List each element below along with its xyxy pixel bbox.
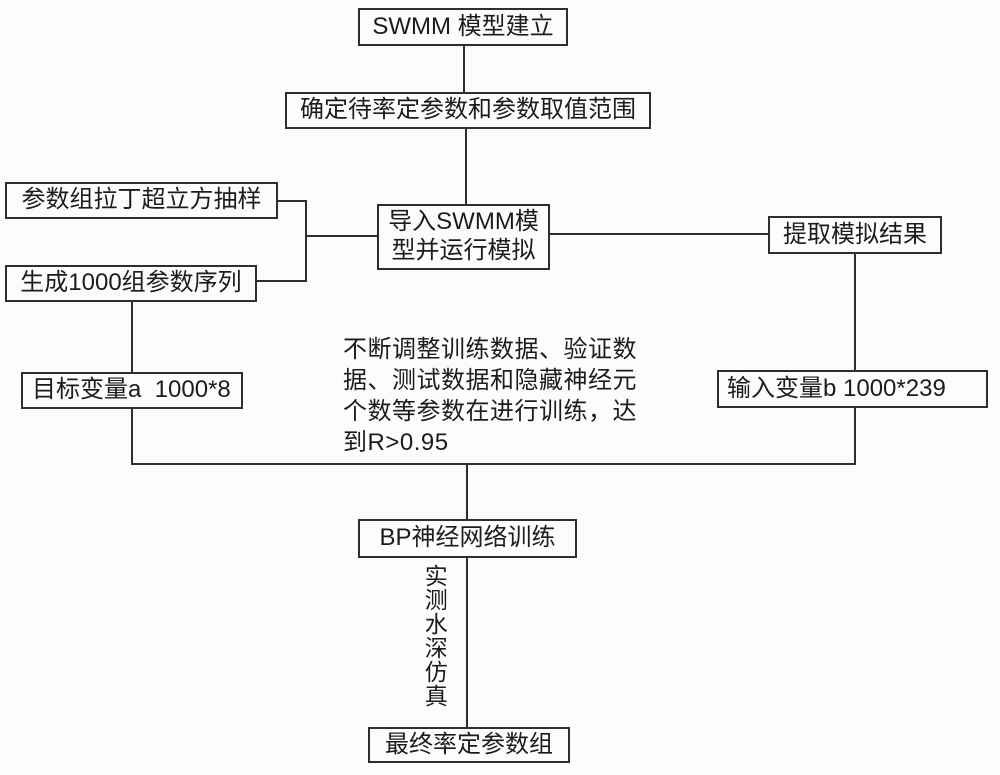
edge-junction-to-import: [305, 235, 377, 237]
training-note-line: 到R>0.95: [343, 429, 449, 456]
edge-horizontal-bus: [131, 463, 856, 465]
node-input-variable: 输入变量b 1000*239: [717, 370, 988, 408]
edge-bus-to-bp: [466, 463, 468, 519]
node-param-range: 确定待率定参数和参数取值范围: [285, 92, 651, 129]
node-import-run-line1: 导入SWMM模: [388, 208, 539, 236]
edge-swmm-to-paramrange: [463, 46, 465, 92]
edge-gen-stub: [257, 280, 307, 282]
node-bp-training: BP神经网络训练: [358, 519, 577, 558]
edge-bp-to-final: [466, 558, 468, 727]
edge-input-to-bus: [854, 408, 856, 465]
training-note-line: 据、测试数据和隐藏神经元: [343, 367, 637, 394]
node-import-run: 导入SWMM模 型并运行模拟: [377, 204, 550, 270]
training-note-line: 不断调整训练数据、验证数: [343, 336, 637, 363]
vertical-label-measured-depth: 实测水深仿真: [421, 564, 448, 708]
node-import-run-line2: 型并运行模拟: [391, 237, 536, 264]
node-swmm-model: SWMM 模型建立: [358, 8, 568, 46]
node-final-params: 最终率定参数组: [368, 727, 570, 763]
edge-gen-to-target: [131, 302, 133, 372]
node-extract-results: 提取模拟结果: [768, 216, 942, 254]
node-target-variable: 目标变量a 1000*8: [21, 372, 243, 409]
edge-target-to-bus: [131, 409, 133, 465]
edge-lhs-stub: [278, 200, 307, 202]
edge-extract-to-input: [854, 254, 856, 370]
edge-left-junction-vertical: [305, 200, 307, 282]
node-lhs-sampling: 参数组拉丁超立方抽样: [5, 182, 278, 219]
edge-import-to-extract: [550, 233, 768, 235]
edge-paramrange-to-import: [465, 129, 467, 204]
training-note: 不断调整训练数据、验证数 据、测试数据和隐藏神经元 个数等参数在进行训练，达 到…: [343, 334, 645, 458]
node-gen-sequences: 生成1000组参数序列: [5, 265, 257, 302]
training-note-line: 个数等参数在进行训练，达: [343, 398, 637, 425]
